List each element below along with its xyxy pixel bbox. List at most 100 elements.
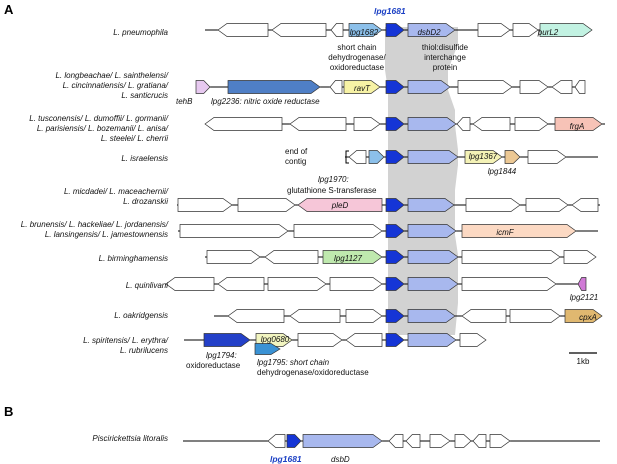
gene-label-tehb: tehB <box>176 97 193 106</box>
gene-empty <box>509 309 561 323</box>
gene-empty <box>217 277 265 291</box>
gene-empty <box>293 224 383 238</box>
gene-label-lpg0680: lpg0680 <box>261 335 290 344</box>
gene-label-lpg1127: lpg1127 <box>334 254 362 263</box>
gene-empty <box>512 23 539 37</box>
gene-label-lpg1367: lpg1367 <box>469 152 498 161</box>
gene-dsbD2 <box>407 198 455 212</box>
gene-empty <box>329 80 343 94</box>
species-label: L. drozanskii <box>123 197 168 206</box>
gene-empty <box>461 309 507 323</box>
gene-empty <box>472 434 487 448</box>
gene-dsbD2 <box>407 277 459 291</box>
species-label: L. steelei/ L. cherrii <box>101 134 168 143</box>
species-label: L. rubrilucens <box>120 346 168 355</box>
gene-empty <box>267 277 327 291</box>
gene-lpg1681 <box>385 333 405 347</box>
gene-lpg1682 <box>348 23 383 37</box>
gene-empty <box>461 277 557 291</box>
gene-lpg1681 <box>385 250 405 264</box>
annotation-thiol: protein <box>433 63 457 72</box>
annotation-short-chain: dehydrogenase/ <box>328 53 386 62</box>
gene-empty <box>271 23 327 37</box>
annotation-end-of-contig: end of <box>285 147 308 156</box>
gene-lpg1681 <box>385 309 405 323</box>
gene-label-dsbd: dsbD <box>331 455 350 464</box>
gene-empty <box>177 198 233 212</box>
gene-empty <box>477 23 511 37</box>
annotation-short-chain: short chain <box>337 43 376 52</box>
gene-empty <box>489 434 511 448</box>
gene-empty <box>563 250 597 264</box>
gene-empty <box>345 333 383 347</box>
gene-label-lpg1844: lpg1844 <box>488 167 517 176</box>
gene-label-icmf: icmF <box>496 228 514 237</box>
gene-label-lpg1795: lpg1795: short chain <box>257 358 330 367</box>
gene-lpg1681 <box>385 23 405 37</box>
gene-empty <box>165 277 215 291</box>
gene-icmF <box>461 224 577 238</box>
gene-empty <box>574 80 586 94</box>
gene-empty <box>514 117 549 131</box>
gene-empty <box>237 198 296 212</box>
gene-empty <box>345 309 383 323</box>
gene-empty <box>527 150 567 164</box>
gene-empty <box>405 434 421 448</box>
species-label: L. spiritensis/ L. erythra/ <box>83 336 169 345</box>
species-label: L. quinlivani <box>126 281 168 290</box>
gene-empty <box>297 333 343 347</box>
gene-lpg2121 <box>577 277 587 291</box>
gene-empty <box>429 434 451 448</box>
gene-label-lpg1794: lpg1794: <box>206 351 237 360</box>
scale-bar-label: 1kb <box>577 357 590 366</box>
gene-label-lpg2236: lpg2236: nitric oxide reductase <box>211 97 320 106</box>
gene-empty <box>454 434 472 448</box>
gene-lpg1844 <box>504 150 521 164</box>
gene-lpg1681 <box>385 117 405 131</box>
species-label: L. cincinnatiensis/ L. gratiana/ <box>63 81 169 90</box>
gene-lpg1681 <box>385 80 405 94</box>
gene-cpxA <box>564 309 603 323</box>
gene-dsbD2 <box>407 250 459 264</box>
gene-dsbD2 <box>302 434 383 448</box>
gene-empty <box>571 198 599 212</box>
species-label: L. birminghamensis <box>99 254 168 263</box>
gene-label-lpg2121: lpg2121 <box>570 293 598 302</box>
gene-label-lpg1970: lpg1970: <box>318 175 349 184</box>
gene-lpg2236 <box>227 80 321 94</box>
gene-dsbD2 <box>407 309 456 323</box>
annotation-end-of-contig: contig <box>285 157 306 166</box>
gene-lpg1367 <box>464 150 503 164</box>
gene-label-frga: frgA <box>570 122 585 131</box>
gene-empty <box>289 117 347 131</box>
gene-ravT <box>343 80 381 94</box>
species-label: L. parisiensis/ L. bozemanii/ L. anisa/ <box>37 124 169 133</box>
gene-empty <box>329 277 383 291</box>
species-label: L. israelensis <box>121 154 168 163</box>
panel-label-a: A <box>4 2 14 17</box>
gene-label-ravt: ravT <box>354 84 371 93</box>
gene-lpg1127 <box>322 250 383 264</box>
gene-dsbD2 <box>407 333 457 347</box>
gene-label-lpg1682: lpg1682 <box>350 28 379 37</box>
gene-lpg1681 <box>385 150 405 164</box>
species-label: L. santicrucis <box>121 91 168 100</box>
gene-empty <box>459 333 487 347</box>
gene-empty <box>388 434 404 448</box>
gene-lpg1794 <box>203 333 251 347</box>
annotation-gst: glutathione S-transferase <box>287 186 377 195</box>
species-label: L. tusconensis/ L. dumoffii/ L. gormanii… <box>29 114 169 123</box>
gene-frgA <box>554 117 603 131</box>
annotation-short-chain: oxidoreductase <box>330 63 385 72</box>
gene-label-purl2: purL2 <box>537 28 559 37</box>
gene-lpg1681 <box>385 277 405 291</box>
gene-empty <box>472 117 511 131</box>
gene-empty <box>461 250 561 264</box>
gene-empty <box>519 80 549 94</box>
species-label: L. micdadei/ L. maceachernii/ <box>64 187 169 196</box>
gene-empty <box>551 80 573 94</box>
gene-lpg1681 <box>286 434 302 448</box>
gene-empty <box>217 23 269 37</box>
species-label: L. oakridgensis <box>114 311 168 320</box>
